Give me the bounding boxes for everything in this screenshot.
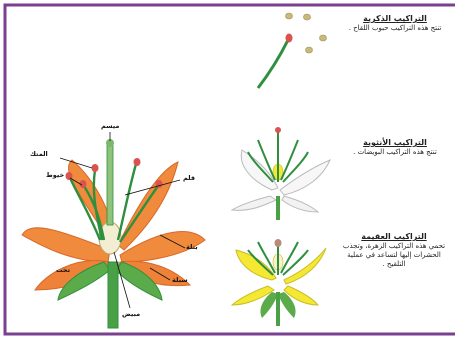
female-structures-illustration <box>232 127 330 220</box>
section-sterile-title: التراكيب العقيمة <box>340 232 448 241</box>
male-stamen-anther <box>286 34 293 43</box>
label-filament: خيوط <box>46 171 64 179</box>
label-anther: المتك <box>30 150 48 158</box>
pollen-grains <box>286 13 327 53</box>
flower-stem <box>108 262 118 328</box>
label-style: قلم <box>183 174 195 182</box>
label-stigma: ميسم <box>101 122 119 130</box>
lily-flower-illustration <box>22 132 205 328</box>
label-sepal: سبلة <box>172 276 188 284</box>
section-male: التراكيب الذكرية تنتج هذه التراكيب حبوب … <box>344 14 446 33</box>
section-male-text: تنتج هذه التراكيب حبوب اللقاح . <box>344 24 446 33</box>
sterile-structures-illustration <box>232 239 326 326</box>
label-receptacle: تخت <box>56 266 70 274</box>
male-structures-illustration <box>258 13 327 88</box>
section-sterile-text: تحمي هذه التراكيب الزهرة، وتجذب الحشرات … <box>340 242 448 269</box>
style-shape <box>107 145 113 225</box>
label-petal: بتلة <box>186 243 198 251</box>
section-sterile: التراكيب العقيمة تحمي هذه التراكيب الزهر… <box>340 232 448 269</box>
male-stamen-filament <box>258 40 288 88</box>
section-female-text: تنتج هذه التراكيب البويضات . <box>344 148 446 157</box>
section-male-title: التراكيب الذكرية <box>344 14 446 23</box>
label-ovary: مبيض <box>122 310 140 318</box>
section-female-title: التراكيب الأنثوية <box>344 138 446 147</box>
section-female: التراكيب الأنثوية تنتج هذه التراكيب البو… <box>344 138 446 157</box>
